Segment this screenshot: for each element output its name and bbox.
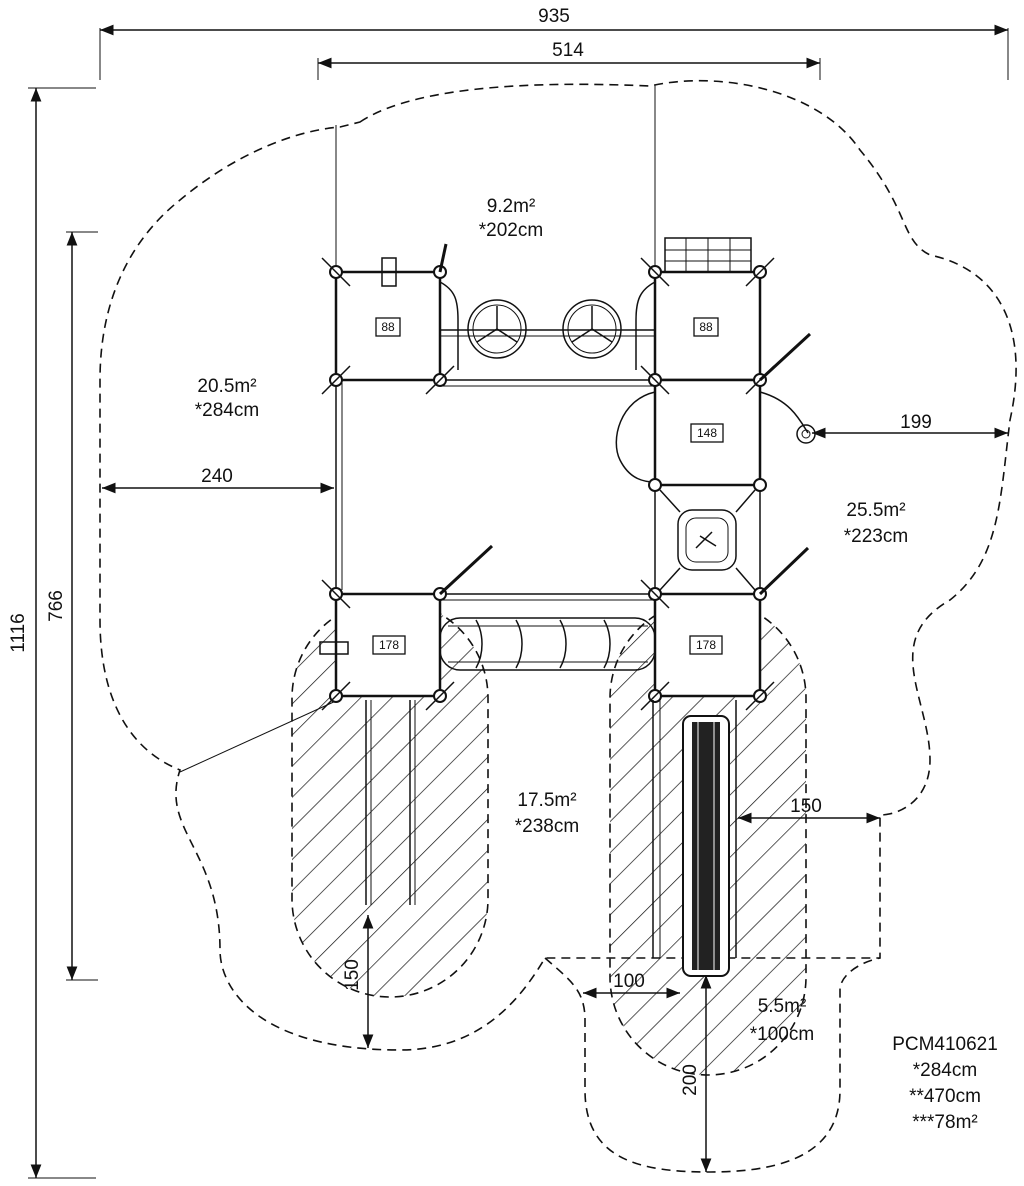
area-right-size: 25.5m² [846,500,905,521]
steering-wheel-left [467,299,527,359]
dim-right-clearance: 199 [900,412,932,433]
slide [652,700,737,977]
area-right-height: *223cm [844,526,908,547]
dim-overall-width: 935 [538,6,570,27]
dim-slide-clearance: 150 [790,796,822,817]
deck-label-bottom-left: 178 [379,638,399,652]
dim-ladder-clearance: 150 [342,959,363,991]
area-left-size: 20.5m² [197,376,256,397]
area-top-height: *202cm [479,220,543,241]
dim-overall-height: 1116 [8,613,29,652]
area-labels: 9.2m² *202cm 20.5m² *284cm 25.5m² *223cm… [195,196,908,1045]
area-top-size: 9.2m² [487,196,536,217]
info-block: PCM410621 *284cm **470cm ***78m² [892,1034,998,1133]
info-height-1: *284cm [913,1060,977,1081]
bottom-zone-outline [544,957,881,1173]
deck-label-top-left: 88 [381,320,395,334]
dimension-lines [28,24,1009,1179]
dimension-labels: 935 514 1116 766 240 199 150 150 100 200 [8,6,932,1096]
info-height-2: **470cm [909,1086,981,1107]
area-middle-size: 17.5m² [517,790,576,811]
area-left-height: *284cm [195,400,259,421]
dim-left-clearance: 240 [201,466,233,487]
model-number: PCM410621 [892,1034,998,1055]
top-ladder [664,237,752,273]
info-area-total: ***78m² [912,1112,977,1133]
crawl-tunnel [439,617,656,671]
dim-bottom-width: 100 [613,971,645,992]
deck-label-top-right: 88 [699,320,713,334]
dim-structure-height: 766 [46,590,67,622]
area-bottom-height: *100cm [750,1024,814,1045]
steering-wheel-right [562,299,622,359]
safety-zone-outline [99,80,1017,1051]
dim-structure-width: 514 [552,40,584,61]
area-bottom-size: 5.5m² [758,996,807,1017]
play-structure [319,237,816,977]
deck-label-bottom-right: 178 [696,638,716,652]
area-middle-height: *238cm [515,816,579,837]
dim-bottom-length: 200 [680,1064,701,1096]
deck-label-middle-right: 148 [697,426,717,440]
deck-labels: 88 88 148 178 178 [372,317,724,655]
